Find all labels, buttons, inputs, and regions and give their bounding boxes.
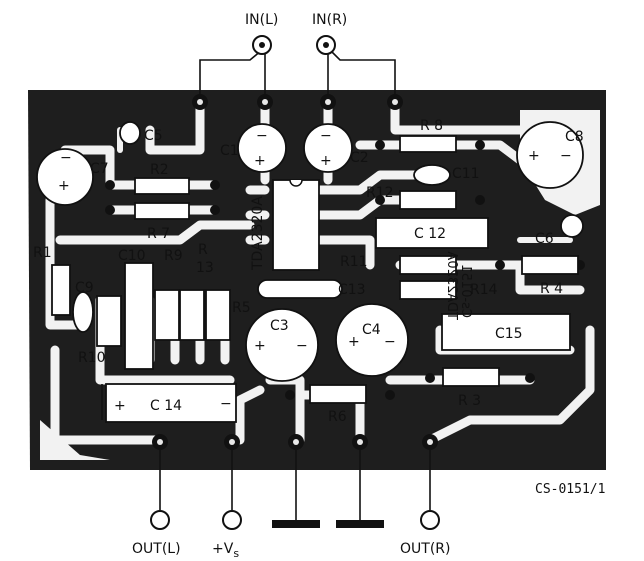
r6-body: [309, 384, 367, 404]
label-r2: R2: [150, 162, 169, 178]
out-r-jack: [420, 510, 440, 530]
ic-label: TDA2320A: [250, 196, 266, 271]
svg-text:+: +: [348, 334, 360, 350]
r5-body: [205, 289, 231, 341]
c14-body: [105, 383, 237, 423]
resistors: [51, 135, 579, 404]
svg-text:−: −: [560, 148, 572, 164]
svg-text:+: +: [254, 153, 266, 169]
in-l-label: IN(L): [245, 12, 278, 28]
label-c14: C 14: [150, 398, 182, 414]
c2-body: [303, 123, 353, 173]
label-r1: R1: [33, 245, 52, 261]
label-c5: C5: [144, 128, 163, 144]
label-r13-b: 13: [196, 260, 214, 276]
svg-text:+: +: [320, 153, 332, 169]
input-connectors: [199, 35, 396, 95]
r8-body: [399, 135, 457, 153]
c15-body: [441, 313, 571, 351]
label-c12: C 12: [414, 226, 446, 242]
label-c2: C2: [350, 150, 369, 166]
label-c6: C6: [535, 231, 554, 247]
label-r13: R: [198, 242, 208, 258]
label-c11: C11: [452, 166, 480, 182]
c6-body: [560, 214, 584, 238]
label-c15: C15: [495, 326, 523, 342]
label-r14: R14: [470, 282, 498, 298]
r7-body: [134, 202, 190, 220]
c5-body: [119, 121, 141, 145]
c1-body: [237, 123, 287, 173]
label-r4: R 4: [540, 281, 563, 297]
ground-bar-1: [272, 520, 320, 528]
label-c3: C3: [270, 318, 289, 334]
label-r10: R10: [78, 350, 106, 366]
svg-text:+: +: [58, 178, 70, 194]
label-c4: C4: [362, 322, 381, 338]
r4-body: [521, 255, 579, 275]
svg-text:−: −: [60, 150, 72, 166]
mirror-text-1: TDA2320A: [444, 251, 459, 321]
c7-body: [36, 148, 94, 206]
svg-text:+: +: [528, 148, 540, 164]
label-c13: C13: [338, 282, 366, 298]
output-connectors: [150, 450, 440, 530]
component-labels: C1 C2 C3 C4 C5 C6 C7 C8 C9 C10 C11 C 12 …: [33, 118, 584, 425]
c3-body: [245, 308, 319, 382]
r13-body: [179, 289, 205, 341]
out-l-jack: [150, 510, 170, 530]
svg-text:+: +: [114, 398, 126, 414]
r9-body: [154, 289, 180, 341]
c11-body: [413, 164, 451, 186]
label-r7: R 7: [147, 226, 170, 242]
label-r11: R11: [340, 254, 368, 270]
svg-text:−: −: [296, 338, 308, 354]
vs-label: +Vs: [212, 541, 239, 560]
vs-jack: [222, 510, 242, 530]
label-r6: R6: [328, 409, 347, 425]
capacitors-rect: +−: [101, 217, 571, 423]
label-r5: R5: [232, 300, 251, 316]
ground-bar-2: [336, 520, 384, 528]
ground-plane: [40, 420, 110, 460]
label-r8: R 8: [420, 118, 443, 134]
svg-text:+: +: [254, 338, 266, 354]
capacitors-round: − + − + − + + − + − + −: [36, 121, 584, 382]
svg-text:−: −: [320, 128, 332, 144]
svg-text:−: −: [220, 396, 232, 412]
r12-body: [399, 190, 457, 210]
r3-body: [442, 367, 500, 387]
mirror-text-2: Cs-0151: [458, 264, 473, 318]
label-c8: C8: [565, 129, 584, 145]
label-r9: R9: [164, 248, 183, 264]
svg-text:−: −: [384, 334, 396, 350]
label-r12: R12: [366, 185, 394, 201]
out-r-label: OUT(R): [400, 541, 450, 557]
label-c1: C1: [220, 143, 239, 159]
c13-body: [257, 279, 343, 299]
c10-body: [124, 262, 154, 370]
r11-body: [399, 255, 457, 275]
c4-body: [335, 303, 409, 377]
c8-body: [516, 121, 584, 189]
r14-body: [399, 280, 457, 300]
r2-body: [134, 177, 190, 195]
label-r3: R 3: [458, 393, 481, 409]
label-c7: C7: [90, 161, 109, 177]
c9-body: [72, 291, 94, 333]
c12-body: [375, 217, 489, 249]
r10-body: [96, 295, 122, 347]
pads: [105, 94, 585, 450]
ic-chip: [272, 179, 320, 271]
label-c9: C9: [75, 280, 94, 296]
r1-body: [51, 264, 71, 316]
svg-text:−: −: [256, 128, 268, 144]
label-c10: C10: [118, 248, 146, 264]
in-r-label: IN(R): [312, 12, 347, 28]
drawing-number: CS-0151/1: [535, 482, 605, 497]
out-l-label: OUT(L): [132, 541, 181, 557]
